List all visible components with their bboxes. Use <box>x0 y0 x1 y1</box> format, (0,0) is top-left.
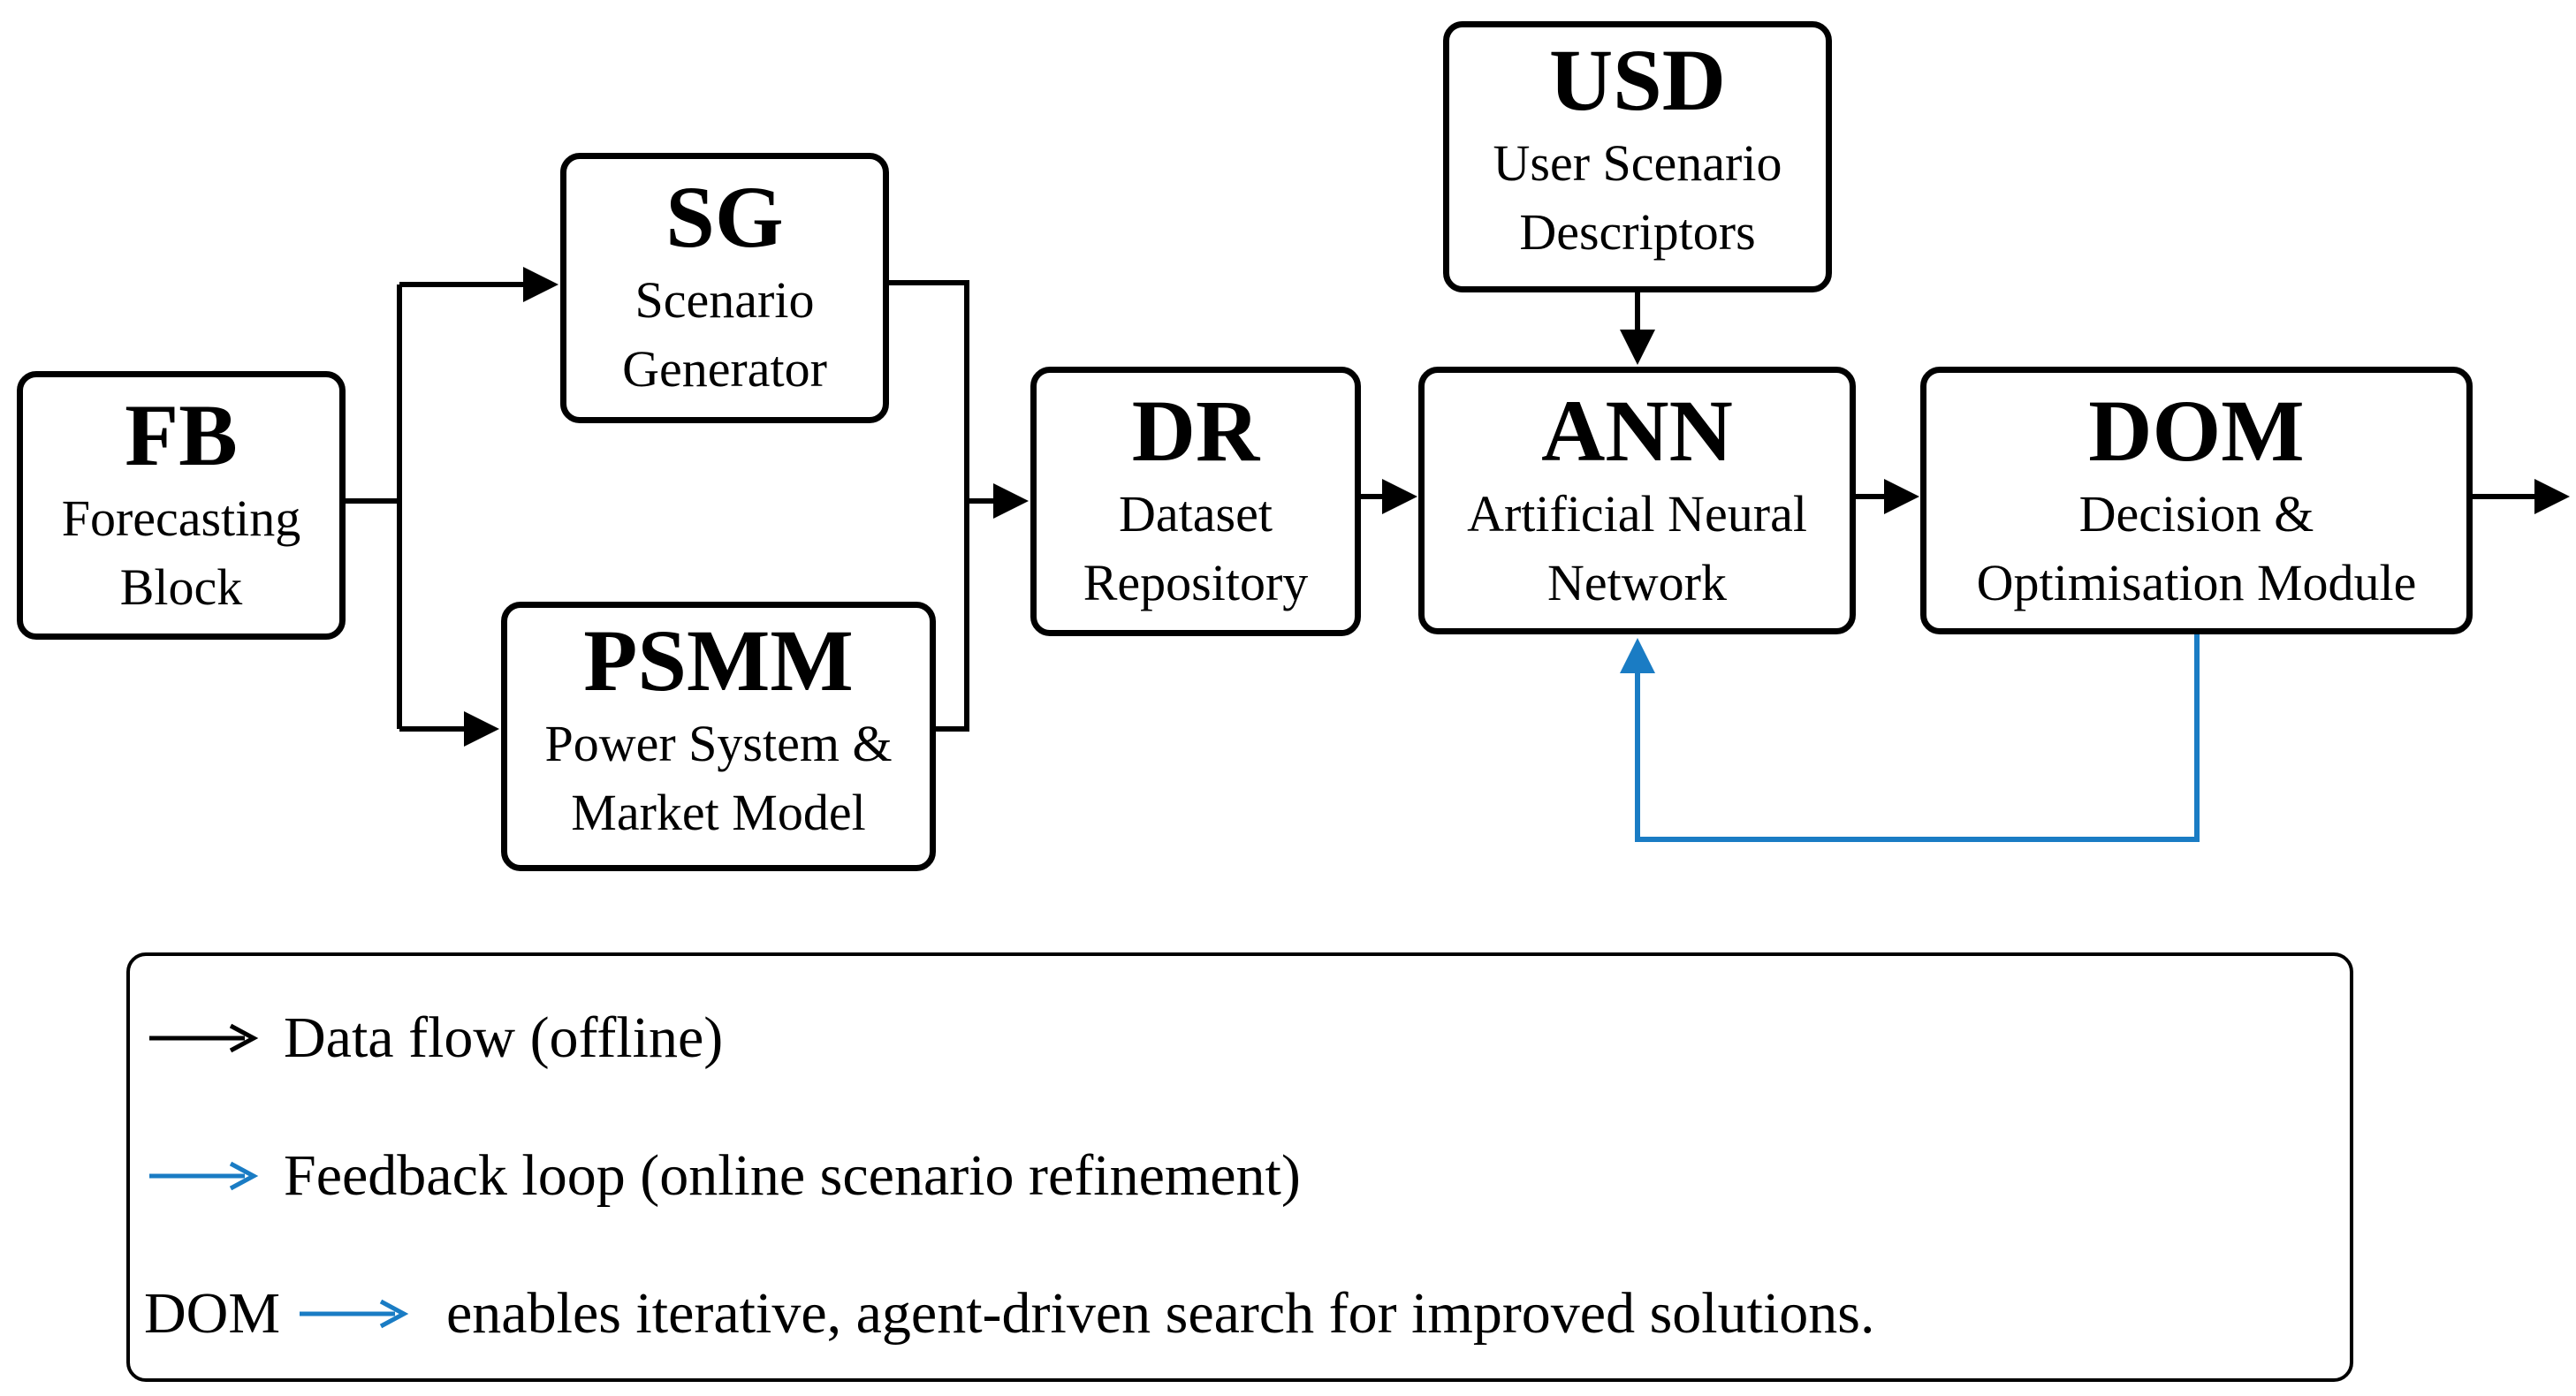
block-ann: ANN Artificial Neural Network <box>1418 367 1856 634</box>
arrowhead-ann-to-dom <box>1884 479 1919 514</box>
legend-blue-arrow-icon <box>149 1161 259 1191</box>
block-fb-desc-line2: Block <box>119 558 243 617</box>
block-sg: SG Scenario Generator <box>560 153 889 423</box>
legend-row-dom: DOM enables iterative, agent-driven sear… <box>144 1274 1874 1354</box>
arrowhead-merge-to-dr <box>993 483 1029 519</box>
arrowhead-dr-to-ann <box>1382 479 1417 514</box>
block-dr: DR Dataset Repository <box>1030 367 1361 636</box>
block-dom-desc-line2: Optimisation Module <box>1976 554 2417 612</box>
block-dr-desc-line1: Dataset <box>1119 485 1273 542</box>
block-dom-desc-line1: Decision & <box>2078 485 2314 542</box>
block-usd: USD User Scenario Descriptors <box>1443 21 1832 292</box>
block-dom: DOM Decision & Optimisation Module <box>1920 367 2473 634</box>
connector-fb-split <box>346 285 402 729</box>
feedback-loop-dom-to-ann <box>1635 634 2200 842</box>
legend-data-flow-label: Data flow (offline) <box>284 1005 724 1070</box>
arrowhead-fb-to-psmm <box>464 711 499 747</box>
connector-sg-psmm-merge <box>889 280 969 732</box>
legend-row-feedback: Feedback loop (online scenario refinemen… <box>146 1136 1301 1216</box>
block-dr-abbr: DR <box>1131 382 1260 480</box>
block-usd-desc-line2: Descriptors <box>1519 203 1756 262</box>
block-ann-desc-line1: Artificial Neural <box>1467 485 1807 542</box>
arrowhead-fb-to-sg <box>523 267 559 302</box>
legend-feedback-label: Feedback loop (online scenario refinemen… <box>284 1143 1301 1208</box>
legend-black-arrow-icon <box>149 1023 259 1053</box>
legend-dom-label: DOM <box>144 1281 281 1346</box>
legend-box <box>126 952 2353 1382</box>
arrowhead-feedback-to-ann <box>1620 638 1655 673</box>
block-fb: FB Forecasting Block <box>17 371 346 640</box>
legend-dom-blue-arrow-icon <box>300 1299 409 1329</box>
block-fb-abbr: FB <box>125 386 238 484</box>
block-sg-desc-line2: Generator <box>622 340 827 398</box>
block-psmm-desc-line2: Market Model <box>571 784 866 842</box>
block-psmm-abbr: PSMM <box>583 611 854 709</box>
block-dr-desc-line2: Repository <box>1083 554 1309 612</box>
block-sg-desc-line1: Scenario <box>635 271 815 329</box>
arrowhead-dom-output <box>2534 479 2570 514</box>
legend-dom-text: enables iterative, agent-driven search f… <box>446 1281 1875 1346</box>
arrowhead-usd-to-ann <box>1620 330 1655 365</box>
block-usd-abbr: USD <box>1548 31 1727 129</box>
block-psmm-desc-line1: Power System & <box>544 715 893 772</box>
block-sg-abbr: SG <box>665 168 784 266</box>
block-dom-abbr: DOM <box>2088 382 2305 480</box>
block-psmm: PSMM Power System & Market Model <box>501 602 936 871</box>
legend-row-data-flow: Data flow (offline) <box>146 998 723 1078</box>
block-ann-abbr: ANN <box>1541 382 1733 480</box>
block-usd-desc-line1: User Scenario <box>1493 134 1782 192</box>
block-ann-desc-line2: Network <box>1547 554 1727 612</box>
block-fb-desc-line1: Forecasting <box>61 489 301 547</box>
